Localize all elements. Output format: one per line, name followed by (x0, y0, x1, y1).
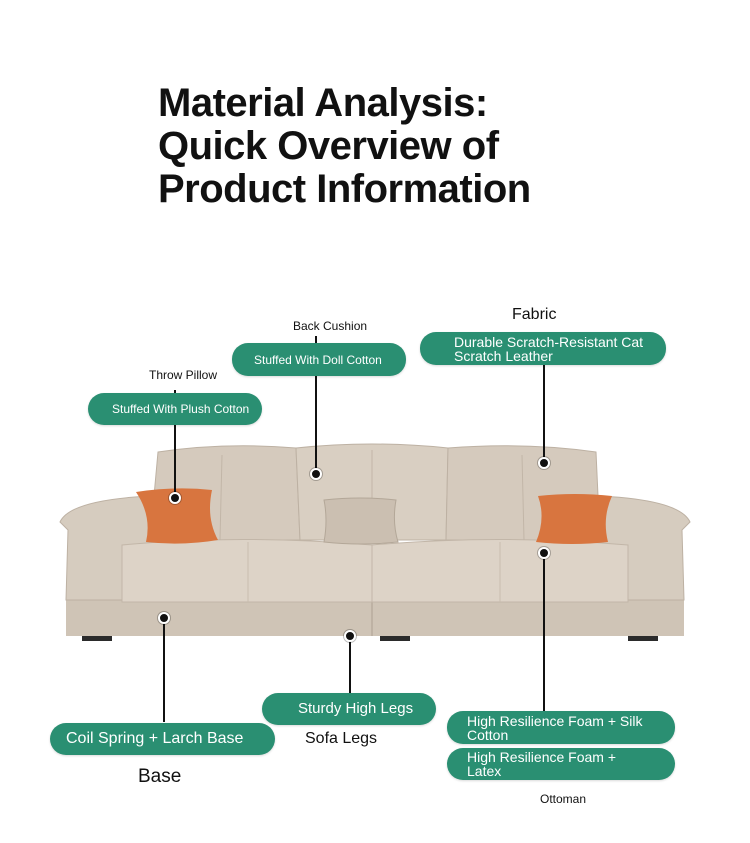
sofa-legs-pill-text: Sturdy High Legs (298, 700, 414, 717)
title-line-2: Quick Overview of (158, 124, 499, 168)
leader-line-base (163, 618, 165, 722)
back-cushion-pill-text: Stuffed With Doll Cotton (254, 352, 382, 367)
seat-cushion-left (121, 539, 373, 603)
marker-seat (538, 547, 550, 559)
leader-line-fabric (543, 365, 545, 463)
sofa-leg (628, 633, 658, 641)
marker-base (158, 612, 170, 624)
throw-pillow-pill: Stuffed With Plush Cotton (88, 393, 262, 425)
seat-pill: High Resilience Foam + Silk Cotton (447, 711, 675, 744)
fabric-pill: Durable Scratch-Resistant Cat Scratch Le… (420, 332, 666, 365)
back-cushion-heading: Back Cushion (293, 319, 368, 333)
seat-pill-text: High Resilience Foam + Silk Cotton (467, 712, 643, 743)
page-title: Material Analysis: Quick Overview of Pro… (158, 82, 618, 211)
marker-fabric (538, 457, 550, 469)
sofa-legs-pill: Sturdy High Legs (262, 693, 436, 725)
base-pill-text: Coil Spring + Larch Base (66, 730, 244, 747)
leader-line-sofa-legs (349, 636, 351, 722)
back-cushion-pill: Stuffed With Doll Cotton (232, 343, 406, 376)
sofa-leg (82, 633, 112, 641)
throw-pillow-center (323, 497, 399, 545)
sofa-leg (380, 633, 410, 641)
leader-line-throw-pillow (174, 390, 176, 498)
marker-throw-pillow (169, 492, 181, 504)
base-heading: Base (138, 766, 182, 787)
marker-back-cushion (310, 468, 322, 480)
leader-line-seat (543, 553, 545, 713)
fabric-heading: Fabric (512, 306, 557, 323)
leader-line-back-cushion (315, 336, 317, 474)
throw-pillow-heading: Throw Pillow (149, 368, 218, 382)
throw-pillow-left (136, 488, 218, 544)
ottoman-heading: Ottoman (540, 792, 587, 806)
base-pill: Coil Spring + Larch Base (50, 723, 275, 755)
title-line-3: Product Information (158, 167, 531, 211)
ottoman-pill: High Resilience Foam + Latex (447, 748, 675, 780)
sofa-legs-heading: Sofa Legs (305, 730, 378, 747)
throw-pillow-right (536, 494, 612, 544)
fabric-pill-text: Durable Scratch-Resistant Cat Scratch Le… (454, 333, 644, 364)
throw-pillow-pill-text: Stuffed With Plush Cotton (112, 402, 250, 416)
sofa-base (66, 598, 684, 636)
ottoman-pill-text: High Resilience Foam + Latex (467, 749, 617, 779)
title-line-1: Material Analysis: (158, 81, 488, 125)
marker-sofa-legs (344, 630, 356, 642)
